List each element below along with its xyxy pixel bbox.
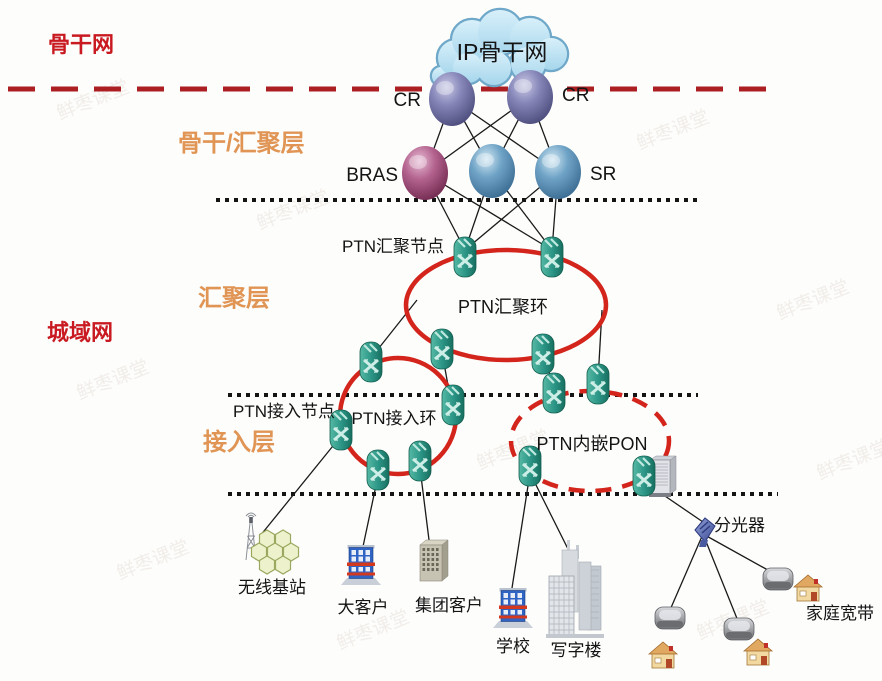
wireless-base-station-label: 无线基站 bbox=[238, 578, 306, 597]
wireless-base-station-icon bbox=[245, 512, 300, 575]
big-customer-building-icon bbox=[340, 544, 382, 586]
watermark-text: 鲜枣课堂 bbox=[814, 436, 882, 485]
school-label: 学校 bbox=[496, 637, 530, 656]
label-backbone-agg-layer: 骨干/汇聚层 bbox=[178, 130, 305, 157]
watermark-text: 鲜枣课堂 bbox=[634, 106, 713, 155]
office-building-label: 写字楼 bbox=[551, 641, 602, 660]
ptn-access-ring-label: PTN接入环 bbox=[352, 409, 437, 428]
sr-node bbox=[535, 145, 581, 199]
onu-icon bbox=[654, 606, 686, 630]
label-backbone-network: 骨干网 bbox=[48, 32, 114, 57]
onu-icon bbox=[723, 617, 755, 641]
sr-label: SR bbox=[590, 164, 616, 185]
ip-backbone-label: IP骨干网 bbox=[457, 39, 548, 65]
olt-cabinet-group bbox=[631, 454, 677, 498]
ptn-node-pon-top-right bbox=[585, 362, 611, 406]
big-customer-label: 大客户 bbox=[338, 598, 389, 617]
ptn-node-agg-bottom-right bbox=[530, 332, 556, 376]
group-customer-building-icon bbox=[419, 539, 449, 582]
cr-router-right bbox=[507, 70, 553, 124]
home-broadband-label: 家庭宽带 bbox=[806, 604, 874, 623]
home-icon bbox=[648, 641, 678, 669]
core-switch-node bbox=[469, 144, 515, 198]
onu-icon bbox=[762, 567, 794, 591]
ptn-node-agg-bottom-left bbox=[429, 327, 455, 371]
ptn-aggregation-ring bbox=[403, 247, 609, 363]
ptn-agg-node-left bbox=[452, 235, 478, 279]
ptn-node-olt bbox=[631, 454, 657, 498]
label-metro-network: 城域网 bbox=[47, 320, 113, 345]
ptn-agg-node-label: PTN汇聚节点 bbox=[342, 237, 444, 256]
ptn-access-node-label: PTN接入节点 bbox=[233, 402, 335, 421]
home-icon bbox=[743, 638, 773, 666]
ptn-node-access-bottom-left bbox=[365, 448, 391, 492]
cr-router-left bbox=[429, 72, 475, 126]
watermark-text: 鲜枣课堂 bbox=[54, 76, 133, 125]
group-customer-label: 集团客户 bbox=[415, 596, 483, 615]
office-towers-icon bbox=[545, 539, 605, 639]
ptn-agg-ring-label: PTN汇聚环 bbox=[458, 297, 548, 317]
ptn-node-access-top bbox=[358, 340, 384, 384]
watermark-pattern: 鲜枣课堂 鲜枣课堂 鲜枣课堂 鲜枣课堂 鲜枣课堂 鲜枣课堂 鲜枣课堂 鲜枣课堂 … bbox=[54, 76, 882, 655]
watermark-text: 鲜枣课堂 bbox=[74, 356, 153, 405]
ptn-agg-node-right bbox=[539, 235, 565, 279]
optical-splitter-icon bbox=[694, 517, 716, 548]
bras-label: BRAS bbox=[346, 165, 398, 186]
watermark-text: 鲜枣课堂 bbox=[114, 536, 193, 585]
label-agg-layer: 汇聚层 bbox=[198, 285, 270, 312]
watermark-text: 鲜枣课堂 bbox=[254, 186, 333, 235]
ptn-node-access-bottom-right bbox=[407, 439, 433, 483]
ptn-node-access-right bbox=[440, 383, 466, 427]
ptn-node-pon-top-left bbox=[541, 371, 567, 415]
cr-left-label: CR bbox=[394, 90, 421, 111]
school-building-icon bbox=[492, 587, 534, 629]
home-icon bbox=[793, 574, 823, 602]
watermark-text: 鲜枣课堂 bbox=[774, 276, 853, 325]
label-access-layer: 接入层 bbox=[203, 429, 275, 456]
cr-right-label: CR bbox=[562, 85, 589, 106]
bras-node bbox=[402, 146, 448, 200]
splitter-label: 分光器 bbox=[714, 516, 765, 535]
ptn-embedded-pon-label: PTN内嵌PON bbox=[536, 434, 647, 454]
